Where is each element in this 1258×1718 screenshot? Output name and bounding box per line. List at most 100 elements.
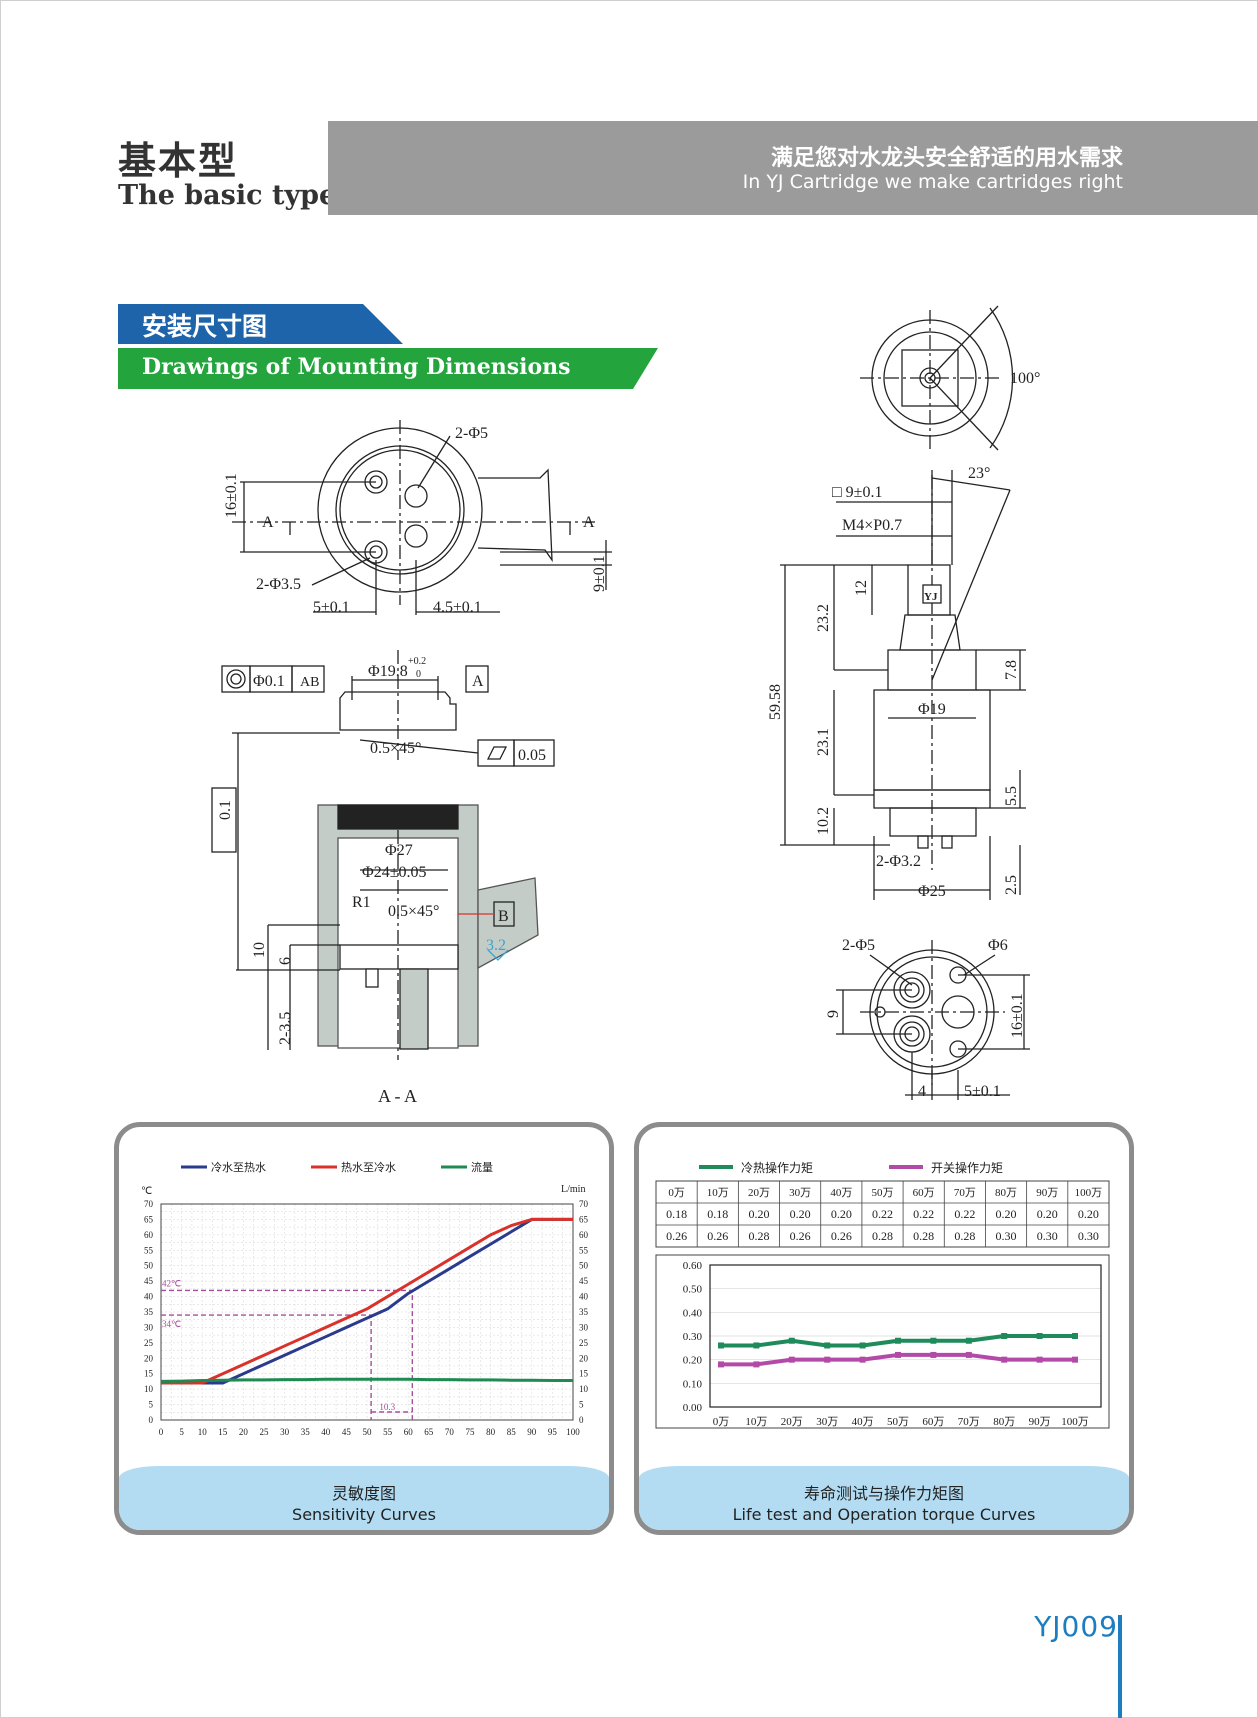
datum-a: A (472, 673, 484, 690)
x-tick-label: 60万 (922, 1416, 944, 1428)
parallel-tol: 0.1 (217, 800, 234, 820)
tol-ref: AB (300, 675, 319, 690)
legend-label-1: 冷热操作力矩 (741, 1160, 813, 1175)
table-header-cell: 0万 (668, 1187, 685, 1199)
series-marker-1 (718, 1342, 724, 1349)
legend-label-1: 冷水至热水 (211, 1161, 266, 1174)
y-tick-label: 0.60 (683, 1260, 703, 1272)
section-view-drawing (236, 804, 539, 1060)
dim-2-phi3-5: 2-Φ3.5 (256, 576, 301, 593)
y-tick-label-right: 20 (579, 1353, 589, 1363)
series-marker-2 (788, 1356, 795, 1363)
table-cell: 0.26 (790, 1229, 811, 1243)
logo-mark: YJ (924, 591, 938, 603)
table-cell: 0.26 (831, 1229, 852, 1243)
table-cell: 0.30 (1037, 1229, 1058, 1243)
dim-23-2: 23.2 (815, 604, 832, 632)
x-tick-label: 50 (363, 1427, 373, 1437)
table-header-cell: 80万 (995, 1187, 1017, 1199)
x-tick-label: 65 (424, 1427, 434, 1437)
y-tick-label-left: 40 (144, 1292, 154, 1302)
tol-lower: 0 (416, 669, 421, 680)
x-tick-label: 15 (218, 1427, 228, 1437)
life-test-panel: 寿命测试与操作力矩图 Life test and Operation torqu… (634, 1122, 1134, 1535)
seat-profile-drawing (211, 650, 555, 970)
datum-b: B (498, 908, 509, 925)
table-header-cell: 100万 (1075, 1187, 1103, 1199)
y-tick-label-left: 55 (144, 1245, 154, 1255)
series-marker-2 (859, 1356, 866, 1363)
y-tick-label-left: 25 (144, 1338, 154, 1348)
y-tick-label: 0.00 (683, 1402, 703, 1414)
x-tick-label: 60 (404, 1427, 414, 1437)
section-title-cn: 安装尺寸图 (142, 312, 268, 341)
dim-chamfer-top: 0.5×45° (370, 740, 421, 757)
life-caption-band (639, 1466, 1129, 1530)
table-header-cell: 30万 (789, 1187, 811, 1199)
x-tick-label: 100万 (1061, 1416, 1089, 1428)
x-tick-label: 30 (280, 1427, 290, 1437)
series-line-2 (161, 1217, 573, 1385)
dim-thread: M4×P0.7 (842, 517, 902, 534)
x-tick-label: 90 (527, 1427, 537, 1437)
y-tick-label-right: 55 (579, 1245, 589, 1255)
y-unit-right: L/min (561, 1184, 585, 1195)
y-tick-label-left: 45 (144, 1276, 154, 1286)
dim-16: 16±0.1 (223, 473, 240, 518)
series-marker-1 (824, 1342, 831, 1349)
y-tick-label: 0.50 (683, 1284, 703, 1296)
section-title-en: Drawings of Mounting Dimensions (142, 354, 571, 380)
page-title-cn: 基本型 (118, 138, 239, 183)
table-cell: 0.18 (666, 1207, 687, 1221)
dim-7-8: 7.8 (1003, 660, 1020, 680)
series-marker-1 (753, 1342, 760, 1349)
table-cell: 0.20 (996, 1207, 1017, 1221)
table-header-cell: 60万 (913, 1187, 935, 1199)
page-title-en: The basic type (118, 180, 337, 211)
dim-phi19: Φ19 (918, 701, 946, 718)
legend-label-2: 开关操作力矩 (931, 1160, 1003, 1175)
dim-phi24: Φ24±0.05 (362, 864, 426, 881)
life-caption-en: Life test and Operation torque Curves (732, 1505, 1036, 1524)
x-tick-label: 80 (486, 1427, 496, 1437)
dim-chamfer-inner: 0.5×45° (388, 903, 439, 920)
series-marker-1 (965, 1337, 972, 1344)
dim-bottom-4: 4 (918, 1083, 926, 1100)
roughness: 3.2 (486, 937, 506, 954)
y-tick-label-right: 10 (579, 1384, 589, 1394)
table-cell: 0.22 (954, 1207, 975, 1221)
y-tick-label-right: 70 (579, 1199, 589, 1209)
table-cell: 0.20 (831, 1207, 852, 1221)
series-marker-2 (930, 1351, 937, 1358)
series-marker-2 (1072, 1356, 1078, 1363)
annotation-10-3: 10.3 (379, 1402, 395, 1412)
y-tick-label-left: 65 (144, 1214, 154, 1224)
y-tick-label-right: 25 (579, 1338, 589, 1348)
tol-upper: +0.2 (408, 656, 426, 667)
table-cell: 0.18 (707, 1207, 728, 1221)
y-unit-left: ℃ (141, 1186, 152, 1197)
section-title-cn-banner: 安装尺寸图 (118, 304, 403, 344)
series-marker-1 (1072, 1333, 1078, 1339)
x-tick-label: 25 (260, 1427, 270, 1437)
x-tick-label: 70万 (958, 1416, 980, 1428)
angle-23: 23° (968, 465, 990, 482)
y-tick-label-left: 10 (144, 1384, 154, 1394)
x-tick-label: 95 (548, 1427, 558, 1437)
dim-h10: 10 (251, 942, 268, 958)
plot-frame (709, 1264, 1102, 1408)
dim-pins: 2-Φ3.2 (876, 853, 921, 870)
table-header-cell: 10万 (707, 1187, 729, 1199)
series-marker-2 (718, 1361, 724, 1368)
dim-2-5: 2.5 (1003, 875, 1020, 895)
y-tick-label-left: 60 (144, 1230, 154, 1240)
table-header-cell: 90万 (1036, 1187, 1058, 1199)
y-tick-label-right: 30 (579, 1322, 589, 1332)
y-tick-label-right: 5 (579, 1400, 584, 1410)
series-marker-1 (895, 1337, 901, 1344)
x-tick-label: 20万 (781, 1416, 803, 1428)
dim-h6: 6 (277, 957, 294, 965)
y-tick-label-left: 5 (149, 1400, 154, 1410)
y-tick-label-right: 40 (579, 1292, 589, 1302)
